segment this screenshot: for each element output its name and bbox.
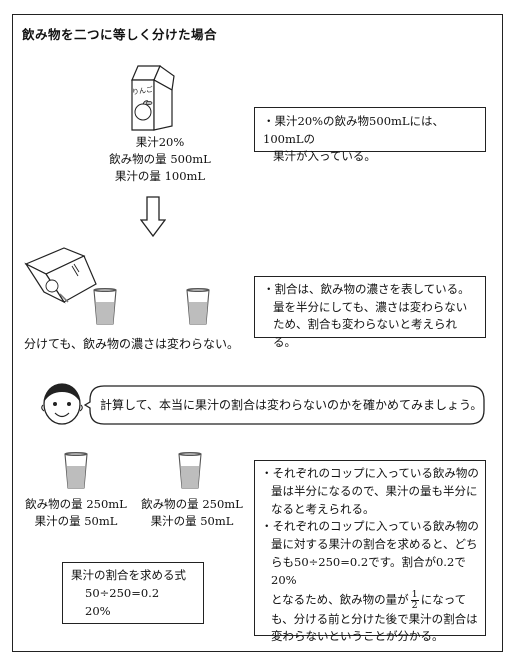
glass-left-icon xyxy=(93,288,117,325)
note3-line-7-end: になって xyxy=(420,592,467,607)
formula-line-2: 20% xyxy=(85,604,111,618)
note2-line-3: ため、割合も変わらないと考えられる。 xyxy=(273,317,457,349)
note2-line-1: ・割合は、飲み物の濃さを表している。 xyxy=(263,282,470,296)
carton-juice-label: 果汁20% xyxy=(135,135,185,149)
glass-calc-left-icon xyxy=(64,452,88,489)
note3-line-7-start: となるため、飲み物の量が xyxy=(271,592,409,607)
carton-juice-amount: 果汁の量 100mL xyxy=(114,169,206,183)
left-cup-juice-amount: 果汁の量 50mL xyxy=(34,514,118,528)
formula-heading: 果汁の割合を求める式 xyxy=(71,568,186,582)
worksheet-frame xyxy=(12,14,503,652)
note-box-1: ・果汁20%の飲み物500mLには、100mLの 果汁が入っている。 xyxy=(254,107,486,163)
note-box-3: ・それぞれのコップに入っている飲み物の 量は半分になるので、果汁の量も半分に な… xyxy=(254,460,486,643)
speech-text: 計算して、本当に果汁の割合は変わらないのかを確かめてみましょう。 xyxy=(100,398,483,412)
boy-face-icon xyxy=(41,383,83,425)
note3-line-1: ・それぞれのコップに入っている飲み物の xyxy=(261,466,479,480)
fraction-numerator: 1 xyxy=(410,588,419,601)
note3-line-6: らも50÷250=0.2です。割合が0.2で20% xyxy=(271,554,466,587)
note3-line-9: 変わらないということが分かる。 xyxy=(271,629,444,644)
note-box-2: ・割合は、飲み物の濃さを表している。 量を半分にしても、濃さは変わらない ため、… xyxy=(254,276,486,349)
split-caption: 分けても、飲み物の濃さは変わらない。 xyxy=(24,337,240,351)
glass-right-icon xyxy=(186,288,210,325)
carton-drink-amount: 飲み物の量 500mL xyxy=(109,152,211,166)
glass-calc-right-icon xyxy=(178,452,202,489)
juice-carton-illustration xyxy=(131,65,175,131)
page-title: 飲み物を二つに等しく分けた場合 xyxy=(22,27,218,42)
note1-line-1: ・果汁20%の飲み物500mLには、100mLの xyxy=(263,114,445,146)
note3-line-8: も、分ける前と分けた後で果汁の割合は xyxy=(271,611,478,626)
note3-line-5: 量に対する果汁の割合を求めると、どち xyxy=(271,537,478,552)
note3-line-3: なると考えられる。 xyxy=(271,501,375,516)
speech-bubble-shape xyxy=(84,385,485,425)
note3-line-4: ・それぞれのコップに入っている飲み物の xyxy=(261,519,479,534)
left-cup-drink-amount: 飲み物の量 250mL xyxy=(25,497,127,511)
right-cup-drink-amount: 飲み物の量 250mL xyxy=(141,497,243,511)
note2-line-2: 量を半分にしても、濃さは変わらない xyxy=(273,299,468,314)
formula-line-1: 50÷250=0.2 xyxy=(85,586,160,600)
right-cup-juice-amount: 果汁の量 50mL xyxy=(150,514,234,528)
fraction-denominator: 2 xyxy=(411,599,418,611)
note3-line-2: 量は半分になるので、果汁の量も半分に xyxy=(271,483,478,498)
formula-box: 果汁の割合を求める式 50÷250=0.2 20% xyxy=(62,562,204,624)
down-arrow-icon xyxy=(140,196,166,238)
note1-line-2: 果汁が入っている。 xyxy=(273,149,376,163)
pouring-carton-illustration xyxy=(24,247,97,304)
